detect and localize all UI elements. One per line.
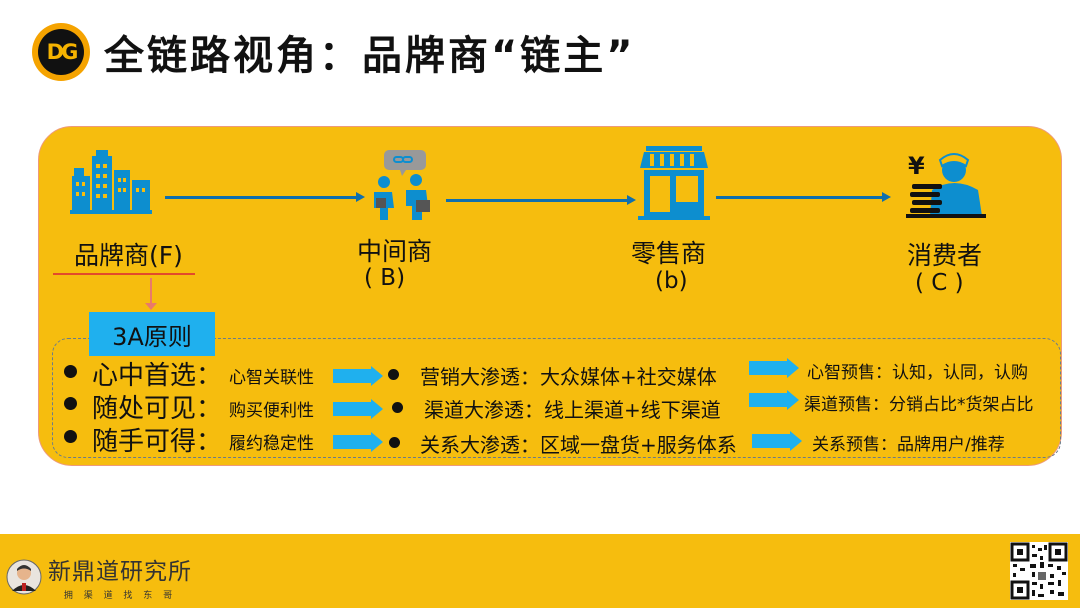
bullet-icon	[392, 402, 403, 413]
principle-head-3: 随手可得：	[92, 427, 223, 457]
block-arrow-icon	[333, 366, 383, 386]
principle-detail-2: 购买便利性	[229, 401, 314, 421]
principle-head-1: 心中首选：	[92, 361, 223, 391]
brand-underline	[53, 273, 195, 275]
node-consumer-code: ( C )	[915, 270, 964, 296]
flow-arrow-3	[716, 192, 891, 202]
bullet-icon	[64, 397, 77, 410]
principle-detail-1: 心智关联性	[229, 368, 314, 388]
block-arrow-icon	[749, 358, 799, 378]
principle-head-2: 随处可见：	[92, 394, 223, 424]
block-arrow-icon	[749, 390, 799, 410]
principle-title: 3A原则	[89, 312, 215, 356]
flow-arrow-1	[165, 192, 365, 202]
chain-panel	[38, 126, 1062, 466]
page-title: 全链路视角：品牌商“链主”	[104, 33, 636, 79]
flow-arrow-2	[446, 195, 636, 205]
node-wholesaler-code: ( B)	[364, 265, 406, 291]
principle-detail-3: 履约稳定性	[229, 434, 314, 454]
title-row: DG 全链路视角：品牌商“链主”	[32, 20, 636, 84]
penetration-1: 营销大渗透：大众媒体+社交媒体	[420, 365, 717, 389]
bullet-icon	[388, 369, 399, 380]
penetration-3: 关系大渗透：区域一盘货+服务体系	[420, 433, 737, 457]
building-icon	[70, 150, 152, 214]
cashier-icon: ¥	[906, 150, 986, 218]
logo-text: DG	[38, 29, 84, 75]
bullet-icon	[64, 365, 77, 378]
bullet-icon	[389, 437, 400, 448]
strategy-box	[52, 338, 1061, 458]
svg-text:¥: ¥	[908, 152, 925, 180]
qr-code-icon	[1010, 542, 1068, 600]
presale-1: 心智预售：认知，认同，认购	[807, 363, 1028, 383]
node-brand-label: 品牌商(F)	[74, 241, 183, 270]
bullet-icon	[64, 430, 77, 443]
node-consumer-label: 消费者	[907, 241, 983, 270]
block-arrow-icon	[333, 399, 383, 419]
presale-2: 渠道预售：分销占比*货架占比	[804, 395, 1034, 415]
avatar-icon	[6, 559, 42, 594]
block-arrow-icon	[333, 432, 383, 452]
node-retailer-label: 零售商	[631, 239, 707, 268]
footer-brand: 新鼎道研究所 拥 渠 道 找 东 哥	[6, 552, 192, 601]
node-wholesaler-label: 中间商	[357, 237, 433, 266]
brand-logo: DG	[32, 23, 90, 81]
handshake-icon	[370, 148, 436, 220]
footer-brand-name: 新鼎道研究所	[48, 559, 192, 585]
penetration-2: 渠道大渗透：线上渠道+线下渠道	[424, 398, 721, 422]
presale-3: 关系预售：品牌用户/推荐	[812, 435, 1005, 455]
block-arrow-icon	[752, 431, 802, 451]
footer-bar	[0, 534, 1080, 608]
down-arrow-icon	[145, 278, 157, 310]
storefront-icon	[638, 146, 710, 220]
node-retailer-code: (b)	[655, 268, 688, 294]
footer-slogan: 拥 渠 道 找 东 哥	[63, 591, 177, 601]
